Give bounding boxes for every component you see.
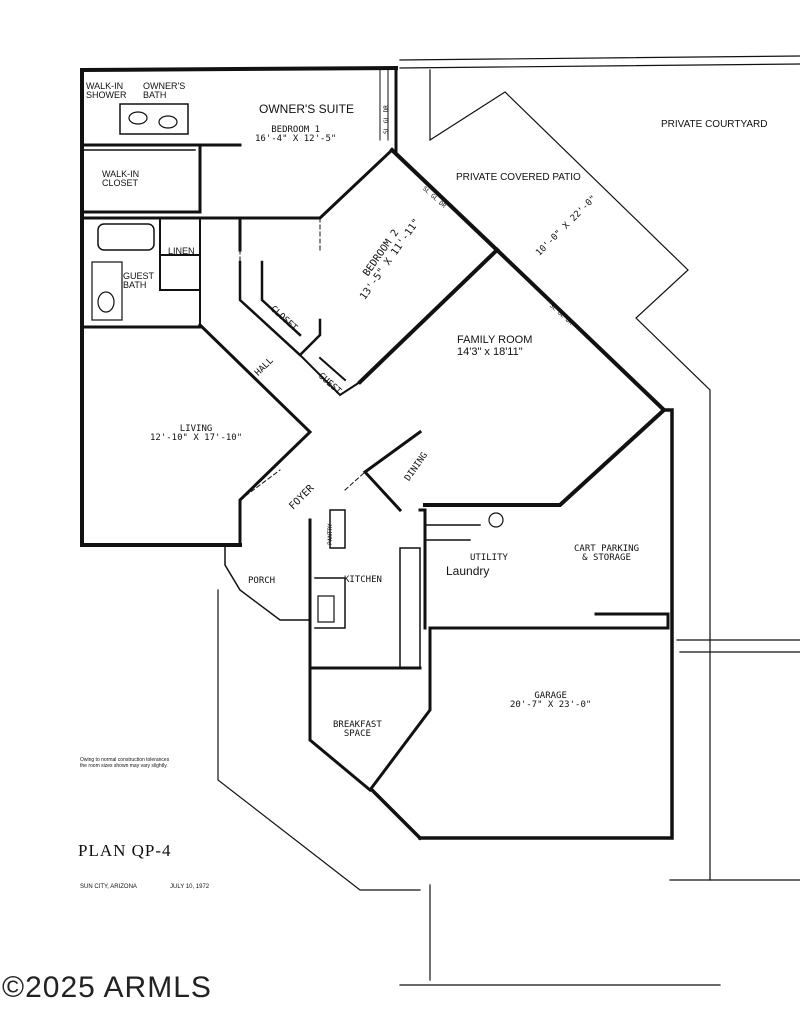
opening: [239, 217, 366, 501]
porch-label: PORCH: [248, 576, 276, 586]
interior-wall: [80, 143, 242, 214]
owners-suite-label: OWNER'S SUITE: [259, 102, 354, 116]
sliding-door-label-bedroom1: SL GL DR: [383, 105, 390, 134]
exterior-wall: [369, 787, 423, 841]
plan-title: PLAN QP-4: [78, 841, 172, 860]
cart-parking-label: CART PARKING& STORAGE: [574, 544, 640, 564]
sliding-door: [379, 67, 389, 141]
courtyard-wall: [399, 879, 800, 986]
guest-vanity: [91, 261, 123, 321]
exterior-wall: [79, 65, 399, 547]
interior-wall: [298, 353, 362, 397]
pantry-label: PANTRY: [327, 523, 334, 545]
interior-wall: [159, 217, 201, 291]
kitchen-label: KITCHEN: [344, 575, 382, 585]
plan-location: SUN CITY, ARIZONA: [80, 884, 137, 890]
counter: [314, 577, 346, 629]
linen-label: LINEN: [168, 246, 195, 256]
interior-wall: [362, 429, 423, 513]
interior-wall: [424, 524, 481, 541]
plan-date: JULY 10, 1972: [170, 884, 210, 890]
laundry-label: Laundry: [446, 564, 490, 578]
courtyard-wall: [399, 55, 800, 69]
private-covered-patio-label: PRIVATE COVERED PATIO: [456, 172, 581, 183]
interior-wall: [418, 508, 427, 630]
vanity: [119, 103, 189, 135]
courtyard-wall: [429, 69, 800, 881]
utility-label: UTILITY: [470, 553, 508, 563]
counter: [399, 547, 421, 669]
exterior-wall: [423, 247, 667, 507]
interior-wall: [238, 147, 395, 220]
private-courtyard-label: PRIVATE COURTYARD: [661, 119, 768, 130]
porch-outline: [224, 544, 311, 621]
exterior-wall: [418, 408, 674, 840]
interior-wall: [329, 509, 346, 549]
interior-wall: [428, 612, 670, 630]
sink: [317, 595, 335, 623]
bathtub: [97, 223, 155, 251]
interior-wall: [197, 322, 313, 547]
porch-outline: [217, 589, 421, 891]
water-heater: [488, 512, 504, 528]
interior-wall: [308, 518, 432, 793]
copyright-watermark: ©2025 ARMLS: [2, 971, 212, 1004]
interior-wall: [357, 247, 500, 385]
exterior-wall: [389, 147, 500, 253]
